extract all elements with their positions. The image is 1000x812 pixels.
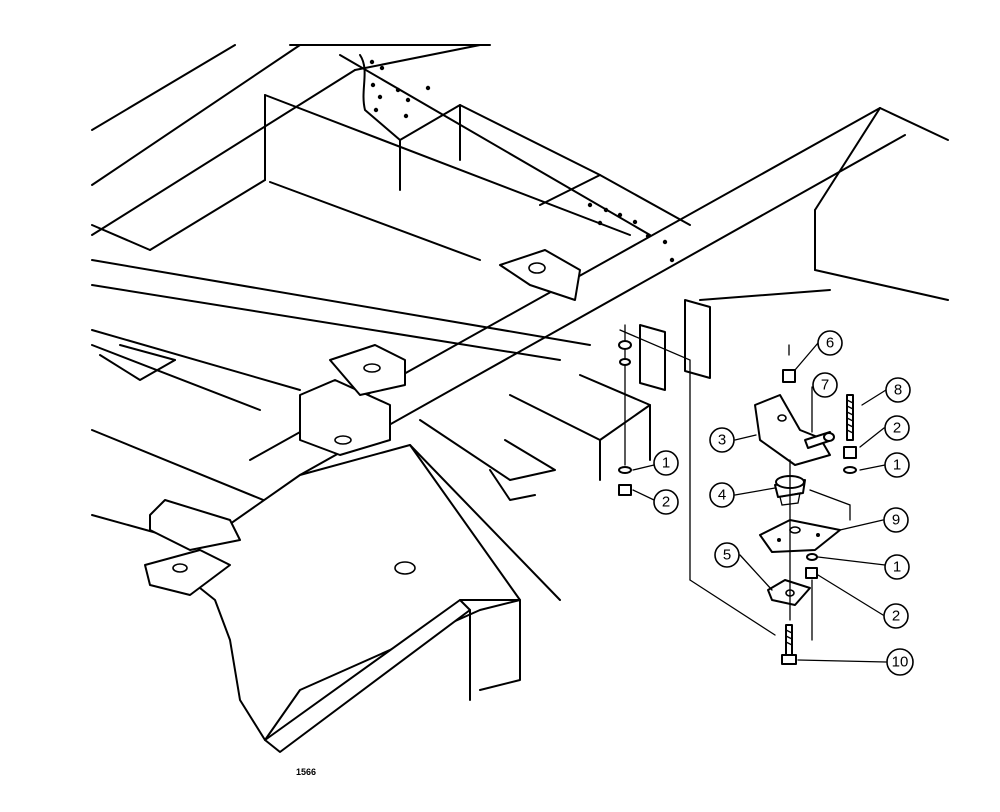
callout-label: 6 [826, 335, 834, 352]
callout-label: 2 [892, 608, 900, 625]
callout-label: 1 [662, 455, 670, 472]
callout-label: 1 [893, 559, 901, 576]
callout-9: 9 [883, 507, 909, 533]
callout-label: 8 [894, 382, 902, 399]
callout-label: 1 [893, 457, 901, 474]
callout-label: 2 [662, 494, 670, 511]
callout-8: 8 [885, 377, 911, 403]
callout-leaders [632, 342, 887, 663]
callout-1a: 1 [884, 452, 910, 478]
callout-6: 6 [817, 330, 843, 356]
plate-holes [369, 59, 675, 263]
callout-4: 4 [709, 482, 735, 508]
callout-label: 5 [723, 547, 731, 564]
figure-number: 1566 [296, 767, 316, 777]
deck-frame [91, 44, 949, 753]
callout-7: 7 [812, 372, 838, 398]
callout-1b: 1 [884, 554, 910, 580]
callout-label: 4 [718, 487, 726, 504]
callout-2a: 2 [884, 415, 910, 441]
exploded-hardware [689, 344, 857, 665]
callout-1c: 1 [653, 450, 679, 476]
callout-label: 7 [821, 377, 829, 394]
callout-10: 10 [886, 648, 914, 676]
callout-label: 3 [718, 432, 726, 449]
fastener-stack-left [618, 324, 632, 496]
callout-5: 5 [714, 542, 740, 568]
callout-label: 2 [893, 420, 901, 437]
mounting-straps [619, 299, 711, 581]
callout-2c: 2 [653, 489, 679, 515]
callout-label: 9 [892, 512, 900, 529]
callout-label: 10 [892, 654, 909, 671]
callout-3: 3 [709, 427, 735, 453]
callout-2b: 2 [883, 603, 909, 629]
